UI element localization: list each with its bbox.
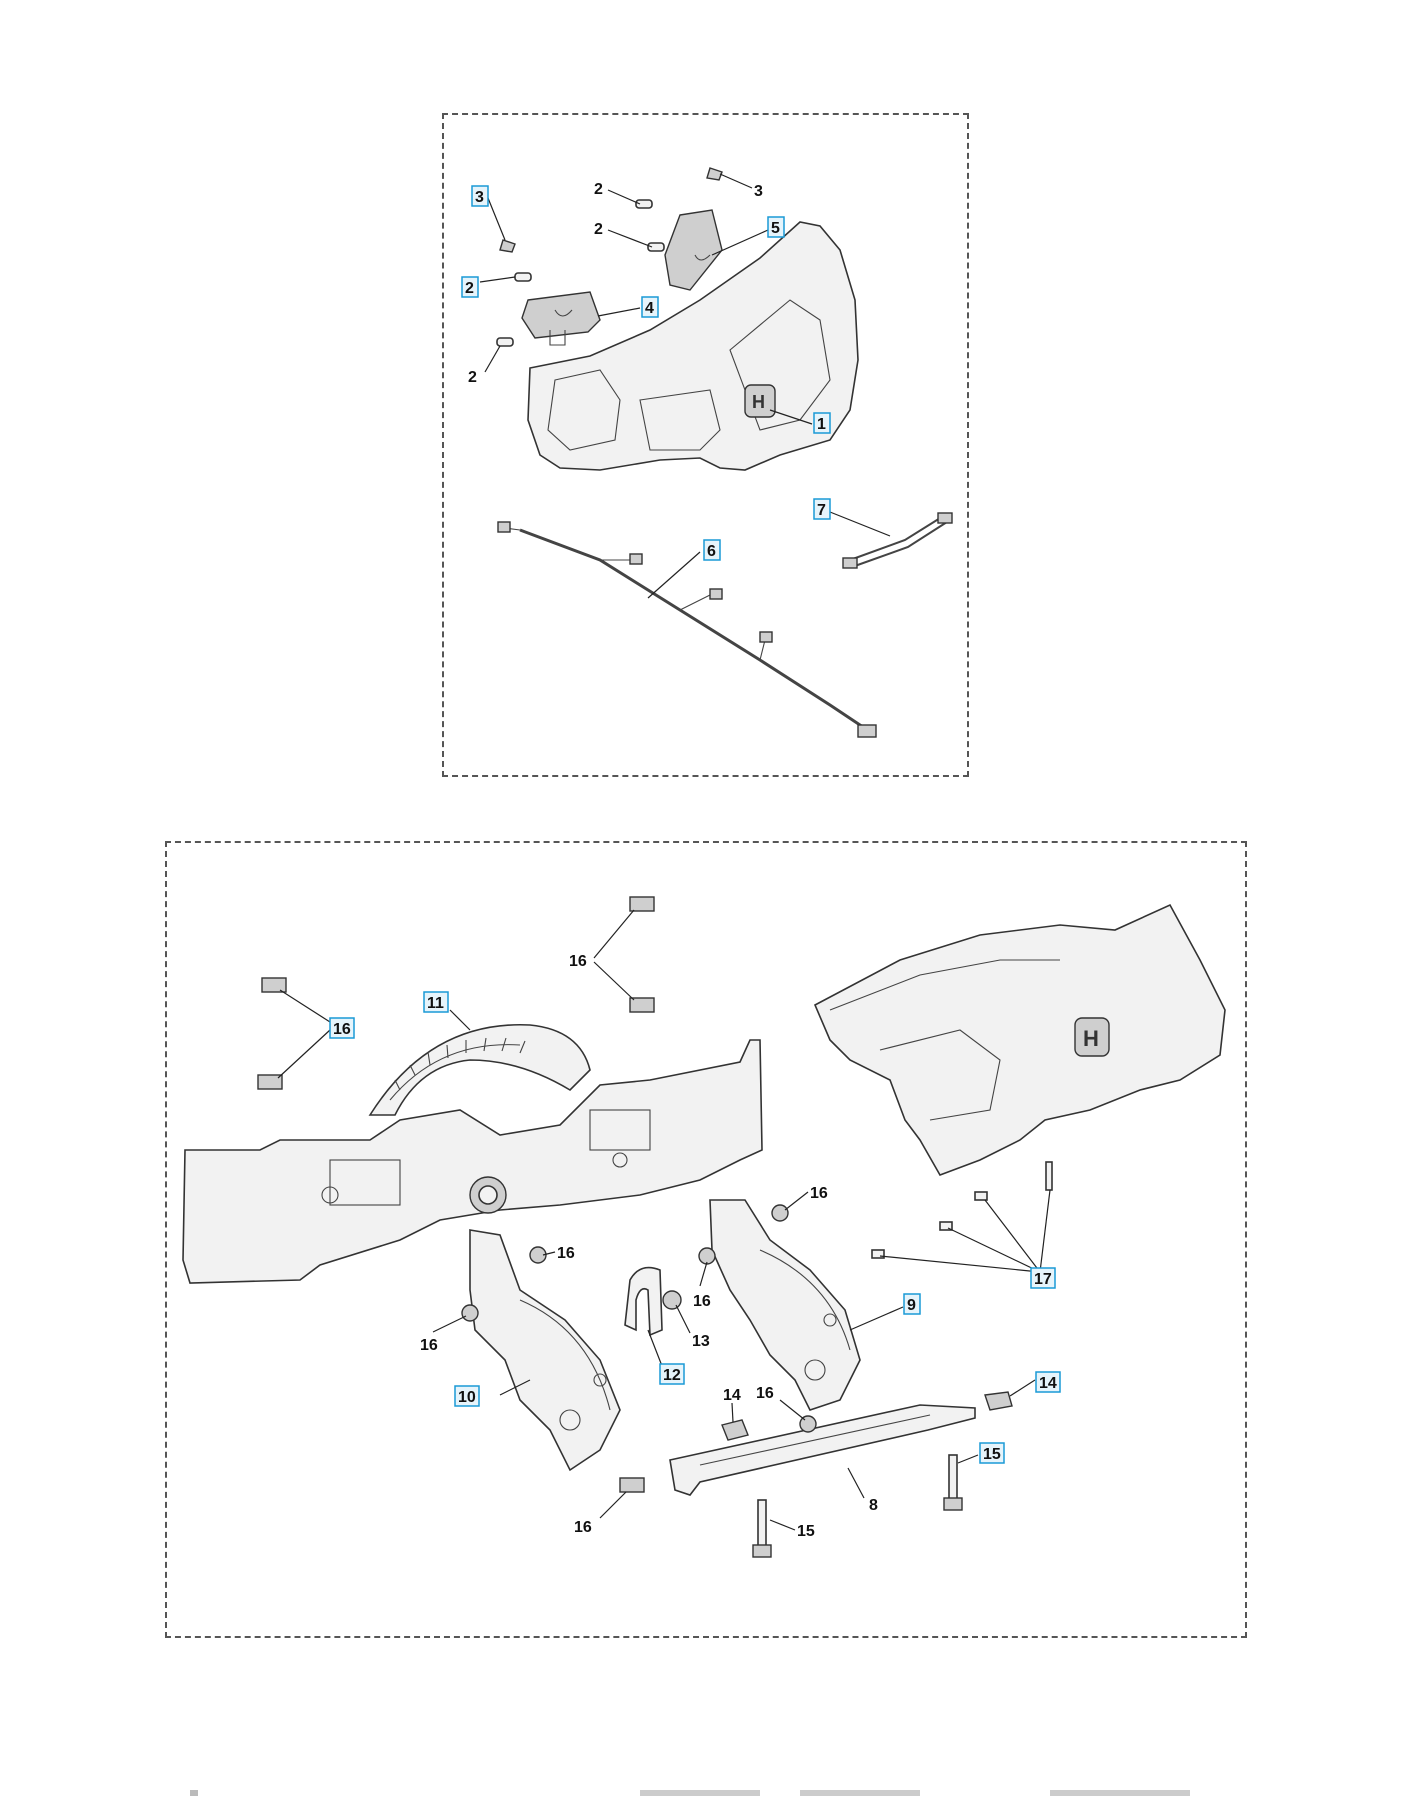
svg-text:16: 16 bbox=[810, 1185, 828, 1202]
control-module-part-4 bbox=[521, 291, 601, 346]
nut-part-14 bbox=[721, 1391, 1013, 1441]
callout-1: 1 bbox=[813, 412, 831, 434]
bottom-leader-lines bbox=[277, 909, 1051, 1531]
callout-16: 16 bbox=[693, 1293, 711, 1310]
rail-part-8 bbox=[669, 1404, 976, 1496]
svg-text:H: H bbox=[752, 392, 765, 412]
callout-11: 11 bbox=[423, 991, 449, 1013]
svg-text:7: 7 bbox=[817, 502, 826, 519]
svg-text:H: H bbox=[1083, 1026, 1099, 1051]
callout-15: 15 bbox=[979, 1442, 1005, 1464]
callout-15: 15 bbox=[797, 1523, 815, 1540]
callout-5: 5 bbox=[767, 216, 785, 238]
control-module-part-5 bbox=[664, 209, 723, 291]
svg-text:2: 2 bbox=[465, 280, 474, 297]
callout-8: 8 bbox=[869, 1497, 878, 1514]
svg-text:2: 2 bbox=[468, 369, 477, 386]
svg-text:15: 15 bbox=[983, 1446, 1001, 1463]
bracket-part-9 bbox=[709, 1199, 861, 1411]
top-cover-part-1: H bbox=[527, 221, 859, 471]
callout-17: 17 bbox=[1030, 1267, 1056, 1289]
top-leader-lines bbox=[479, 173, 891, 599]
svg-text:16: 16 bbox=[333, 1021, 351, 1038]
svg-text:11: 11 bbox=[427, 995, 444, 1012]
cover-part-rear: H bbox=[813, 903, 1226, 1176]
callout-2: 2 bbox=[461, 276, 479, 298]
svg-text:3: 3 bbox=[475, 189, 484, 206]
svg-text:6: 6 bbox=[707, 543, 716, 560]
svg-text:2: 2 bbox=[594, 181, 603, 198]
bolt-part-15 bbox=[752, 1454, 963, 1558]
screw-part-17 bbox=[871, 1161, 1053, 1259]
svg-text:4: 4 bbox=[645, 300, 654, 317]
callout-16: 16 bbox=[557, 1245, 575, 1262]
top-assembly-panel bbox=[442, 113, 969, 777]
svg-text:3: 3 bbox=[754, 183, 763, 200]
callout-2: 2 bbox=[594, 181, 603, 198]
svg-text:16: 16 bbox=[574, 1519, 592, 1536]
callout-13: 13 bbox=[692, 1333, 710, 1350]
svg-text:1: 1 bbox=[817, 416, 826, 433]
knob-part-13 bbox=[662, 1290, 682, 1310]
svg-text:9: 9 bbox=[907, 1297, 916, 1314]
top-callouts: 3 2 3 2 5 2 4 2 1 7 6 bbox=[461, 181, 831, 561]
wiring-harness-part-6 bbox=[497, 521, 877, 738]
bottom-callouts: 16 11 16 16 16 16 16 13 12 9 17 10 14 16… bbox=[329, 953, 1061, 1540]
callout-7: 7 bbox=[813, 498, 831, 520]
svg-text:16: 16 bbox=[557, 1245, 575, 1262]
clamp-part-12 bbox=[624, 1266, 663, 1337]
svg-text:13: 13 bbox=[692, 1333, 710, 1350]
svg-text:16: 16 bbox=[420, 1337, 438, 1354]
clip-part-3 bbox=[499, 167, 723, 253]
wiring-harness-part-7 bbox=[842, 512, 953, 569]
callout-9: 9 bbox=[903, 1293, 921, 1315]
svg-text:10: 10 bbox=[458, 1389, 476, 1406]
callout-16: 16 bbox=[574, 1519, 592, 1536]
svg-text:8: 8 bbox=[869, 1497, 878, 1514]
callout-10: 10 bbox=[454, 1385, 480, 1407]
svg-text:14: 14 bbox=[1039, 1375, 1057, 1392]
callout-4: 4 bbox=[641, 296, 659, 318]
dash-plate-part-11 bbox=[182, 1023, 763, 1284]
callout-16: 16 bbox=[569, 953, 587, 970]
bolt-part-16 bbox=[257, 896, 817, 1493]
callout-2: 2 bbox=[468, 369, 477, 386]
screw-part-2 bbox=[496, 199, 665, 347]
callout-6: 6 bbox=[703, 539, 721, 561]
callout-16: 16 bbox=[420, 1337, 438, 1354]
callout-14: 14 bbox=[1035, 1371, 1061, 1393]
callout-12: 12 bbox=[659, 1363, 685, 1385]
svg-text:15: 15 bbox=[797, 1523, 815, 1540]
svg-text:16: 16 bbox=[569, 953, 587, 970]
bracket-part-10 bbox=[469, 1229, 621, 1472]
callout-3: 3 bbox=[754, 183, 763, 200]
svg-text:17: 17 bbox=[1034, 1271, 1052, 1288]
callout-16: 16 bbox=[756, 1385, 774, 1402]
callout-14: 14 bbox=[723, 1387, 741, 1404]
cropped-footer-marks bbox=[190, 1790, 1190, 1796]
callout-16: 16 bbox=[810, 1185, 828, 1202]
svg-text:16: 16 bbox=[756, 1385, 774, 1402]
callout-3: 3 bbox=[471, 185, 489, 207]
svg-text:16: 16 bbox=[693, 1293, 711, 1310]
bottom-assembly-panel bbox=[165, 841, 1247, 1638]
callout-16: 16 bbox=[329, 1017, 355, 1039]
svg-text:14: 14 bbox=[723, 1387, 741, 1404]
svg-text:12: 12 bbox=[663, 1367, 681, 1384]
svg-text:5: 5 bbox=[771, 220, 780, 237]
callout-2: 2 bbox=[594, 221, 603, 238]
svg-text:2: 2 bbox=[594, 221, 603, 238]
